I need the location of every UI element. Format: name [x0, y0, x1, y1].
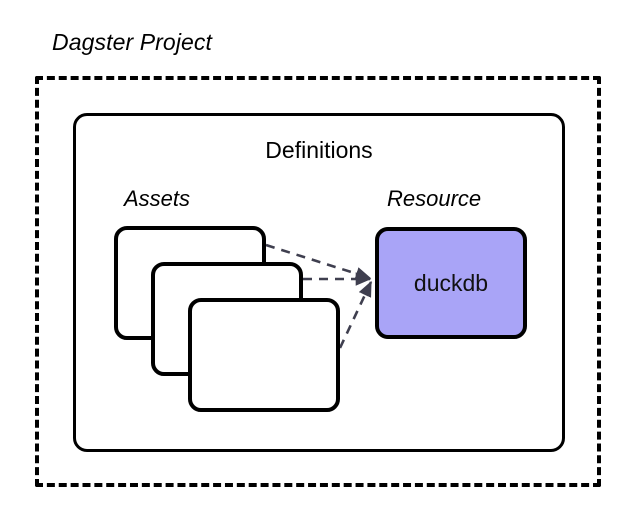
resource-card-label: duckdb — [413, 269, 489, 296]
definitions-label: Definitions — [265, 137, 373, 163]
resource-card-duckdb[interactable]: duckdb — [375, 227, 527, 339]
assets-section-label: Assets — [124, 186, 191, 211]
project-title: Dagster Project — [52, 29, 213, 55]
resource-section-label: Resource — [387, 186, 482, 211]
asset-card[interactable] — [188, 298, 340, 412]
project-boundary — [35, 76, 601, 487]
